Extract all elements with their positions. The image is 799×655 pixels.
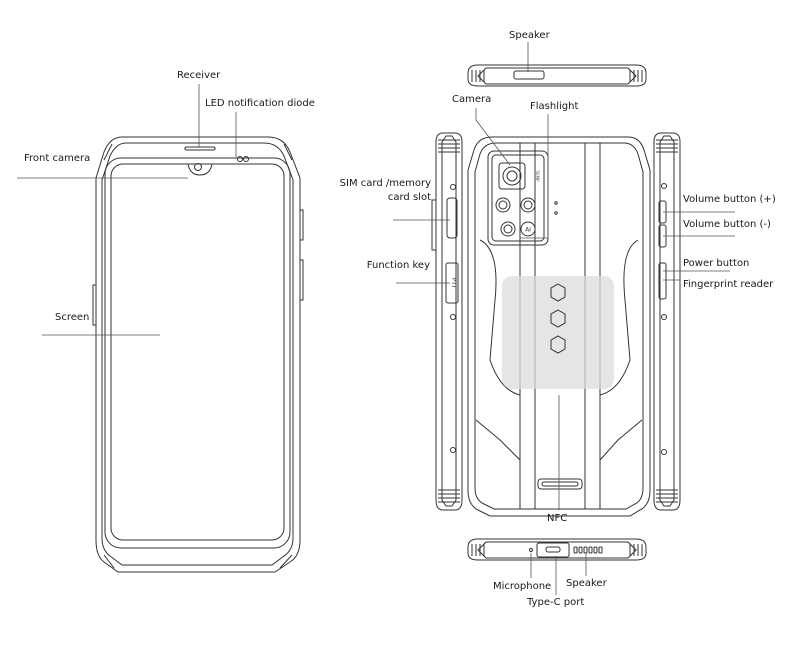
bottom-edge-outline [467, 538, 647, 561]
right-side-view [653, 132, 681, 511]
right-grip-top [656, 139, 678, 153]
left-screw-2 [450, 314, 456, 320]
right-screw-3 [661, 449, 667, 455]
typec-port [545, 546, 561, 553]
label-microphone: Microphone [493, 581, 552, 592]
bottom-grip-left [471, 544, 485, 556]
front-right-button-2 [299, 259, 304, 301]
label-sim-line1: SIM card /memory [339, 178, 431, 189]
front-body-outline [95, 136, 301, 573]
label-receiver: Receiver [177, 70, 221, 81]
camera-module [487, 150, 549, 246]
front-right-button-1 [299, 209, 304, 241]
main-camera-lens [502, 166, 522, 186]
top-grip-left [471, 70, 485, 82]
label-led: LED notification diode [205, 98, 315, 109]
leader-flashlight [520, 114, 549, 239]
label-volume-up: Volume button (+) [683, 194, 776, 205]
front-camera-lens [194, 163, 202, 171]
back-bottom-slot [537, 478, 583, 490]
top-view [467, 64, 647, 87]
label-volume-down: Volume button (-) [683, 219, 771, 230]
right-grip-bottom [656, 489, 678, 503]
camera-spec-mark: 50MP [535, 171, 540, 183]
right-side-outline [653, 132, 681, 511]
label-fingerprint: Fingerprint reader [683, 279, 774, 290]
camera-lens-2 [495, 197, 511, 213]
back-body-outline [467, 136, 651, 517]
right-screw-2 [661, 314, 667, 320]
ai-mark: AI [525, 227, 531, 234]
left-side-view [431, 132, 463, 511]
main-camera-lens-frame [498, 162, 526, 190]
ptt-mark: PTT [450, 278, 457, 289]
led-diode-1 [237, 156, 243, 162]
front-view [92, 136, 304, 573]
label-sim-line2: card slot [387, 192, 431, 203]
power-button [658, 262, 667, 300]
label-front-camera: Front camera [24, 153, 91, 164]
label-camera: Camera [452, 94, 492, 105]
flash-dot-2 [554, 211, 558, 215]
bottom-speaker-holes [573, 546, 603, 554]
sim-slot [446, 197, 458, 239]
right-screw-1 [661, 183, 667, 189]
label-power: Power button [683, 258, 750, 269]
label-nfc: NFC [547, 513, 568, 524]
front-notch [187, 163, 213, 176]
label-speaker-top: Speaker [509, 30, 550, 41]
camera-lens-4 [500, 221, 516, 237]
top-edge-outline [467, 64, 647, 87]
receiver-slot [184, 146, 216, 151]
front-left-button [92, 284, 97, 326]
typec-port-frame [536, 542, 570, 558]
left-screw-1 [450, 184, 456, 190]
left-screw-3 [450, 447, 456, 453]
camera-lens-3 [520, 197, 536, 213]
leader-camera [475, 108, 511, 166]
flash-dot-1 [554, 201, 558, 205]
top-speaker-holes [513, 70, 545, 80]
label-flashlight: Flashlight [530, 101, 579, 112]
label-function-key: Function key [366, 260, 430, 271]
microphone-hole [529, 548, 533, 552]
nfc-area [502, 276, 614, 389]
screen-bezel [104, 157, 291, 549]
ai-lens [520, 221, 536, 237]
top-grip-right [629, 70, 643, 82]
front-body-inner [101, 142, 294, 566]
left-grip-bottom [438, 489, 460, 503]
left-grip-top [438, 139, 460, 153]
label-typec: Type-C port [527, 597, 585, 608]
led-diode-2 [243, 156, 249, 162]
label-speaker-bottom: Speaker [566, 578, 607, 589]
left-edge-strip [431, 199, 437, 251]
screen-area [110, 163, 285, 541]
bottom-view [467, 538, 647, 561]
bottom-grip-right [629, 544, 643, 556]
left-side-outline [435, 132, 463, 511]
back-body-inner [474, 142, 644, 510]
label-screen: Screen [55, 312, 90, 323]
